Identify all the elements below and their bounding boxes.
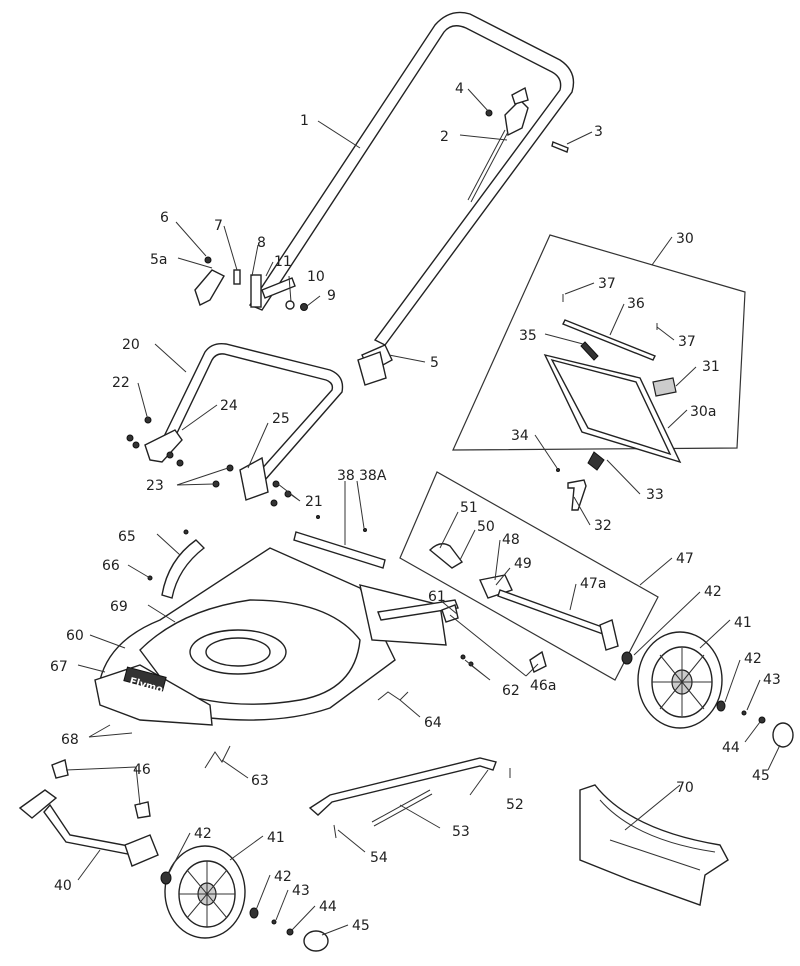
label-33: 33 <box>646 487 664 503</box>
label-43-front: 43 <box>763 672 781 688</box>
label-47a: 47a <box>580 576 606 592</box>
label-25: 25 <box>272 411 290 427</box>
label-48: 48 <box>502 532 520 548</box>
label-46a: 46a <box>530 678 556 694</box>
label-53: 53 <box>452 824 470 840</box>
callout-labels: 1 2 3 4 5 5a 6 7 8 9 10 11 20 21 22 23 2… <box>50 81 781 934</box>
label-50: 50 <box>477 519 495 535</box>
label-46: 46 <box>133 762 151 778</box>
label-45-rear: 45 <box>352 918 370 934</box>
label-6: 6 <box>160 210 169 226</box>
upper-handle <box>248 11 575 373</box>
label-11: 11 <box>274 254 292 270</box>
label-21: 21 <box>305 494 323 510</box>
cable-clip <box>467 86 529 203</box>
label-37-top: 37 <box>598 276 616 292</box>
mower-deck: Flymo <box>94 547 447 726</box>
label-66: 66 <box>102 558 120 574</box>
rear-axle-40 <box>18 759 159 867</box>
label-23: 23 <box>146 478 164 494</box>
label-42-a: 42 <box>704 584 722 600</box>
label-52: 52 <box>506 797 524 813</box>
bars-38 <box>293 515 386 569</box>
label-2: 2 <box>440 129 449 145</box>
label-61: 61 <box>428 589 446 605</box>
label-54: 54 <box>370 850 388 866</box>
leader-lines <box>65 88 781 936</box>
label-35: 35 <box>519 328 537 344</box>
label-47: 47 <box>676 551 694 567</box>
front-wheel <box>621 631 794 748</box>
label-67: 67 <box>50 659 68 675</box>
label-36: 36 <box>627 296 645 312</box>
label-63: 63 <box>251 773 269 789</box>
label-40: 40 <box>54 878 72 894</box>
label-38: 38 <box>337 468 355 484</box>
rear-wheel <box>160 845 329 952</box>
label-9: 9 <box>327 288 336 304</box>
label-65: 65 <box>118 529 136 545</box>
label-43-rear: 43 <box>292 883 310 899</box>
label-45-front: 45 <box>752 768 770 784</box>
label-30: 30 <box>676 231 694 247</box>
label-24: 24 <box>220 398 238 414</box>
label-64: 64 <box>424 715 442 731</box>
label-4: 4 <box>455 81 464 97</box>
label-5a: 5a <box>150 252 168 268</box>
label-60: 60 <box>66 628 84 644</box>
bar-52 <box>308 757 511 839</box>
grass-box-kit-30 <box>452 234 746 511</box>
label-32: 32 <box>594 518 612 534</box>
label-49: 49 <box>514 556 532 572</box>
label-5: 5 <box>430 355 439 371</box>
label-22: 22 <box>112 375 130 391</box>
label-42-c: 42 <box>194 826 212 842</box>
label-51: 51 <box>460 500 478 516</box>
label-8: 8 <box>257 235 266 251</box>
label-41-front: 41 <box>734 615 752 631</box>
label-41-rear: 41 <box>267 830 285 846</box>
label-3: 3 <box>594 124 603 140</box>
label-38A: 38A <box>359 468 387 484</box>
label-44-rear: 44 <box>319 899 337 915</box>
label-1: 1 <box>300 113 309 129</box>
label-10: 10 <box>307 269 325 285</box>
label-62: 62 <box>502 683 520 699</box>
label-42-b: 42 <box>744 651 762 667</box>
label-69: 69 <box>110 599 128 615</box>
bolt-3 <box>551 141 569 153</box>
label-34: 34 <box>511 428 529 444</box>
lower-handle <box>126 342 344 507</box>
grass-collector-70 <box>579 784 729 906</box>
springs <box>204 691 409 769</box>
flap-65 <box>147 529 206 599</box>
label-30a: 30a <box>690 404 716 420</box>
label-70: 70 <box>676 780 694 796</box>
label-31: 31 <box>702 359 720 375</box>
label-20: 20 <box>122 337 140 353</box>
label-7: 7 <box>214 218 223 234</box>
label-68: 68 <box>61 732 79 748</box>
kit-47 <box>399 471 659 681</box>
label-42-d: 42 <box>274 869 292 885</box>
hardware-5a-11 <box>194 256 387 386</box>
label-44-front: 44 <box>722 740 740 756</box>
label-37-right: 37 <box>678 334 696 350</box>
